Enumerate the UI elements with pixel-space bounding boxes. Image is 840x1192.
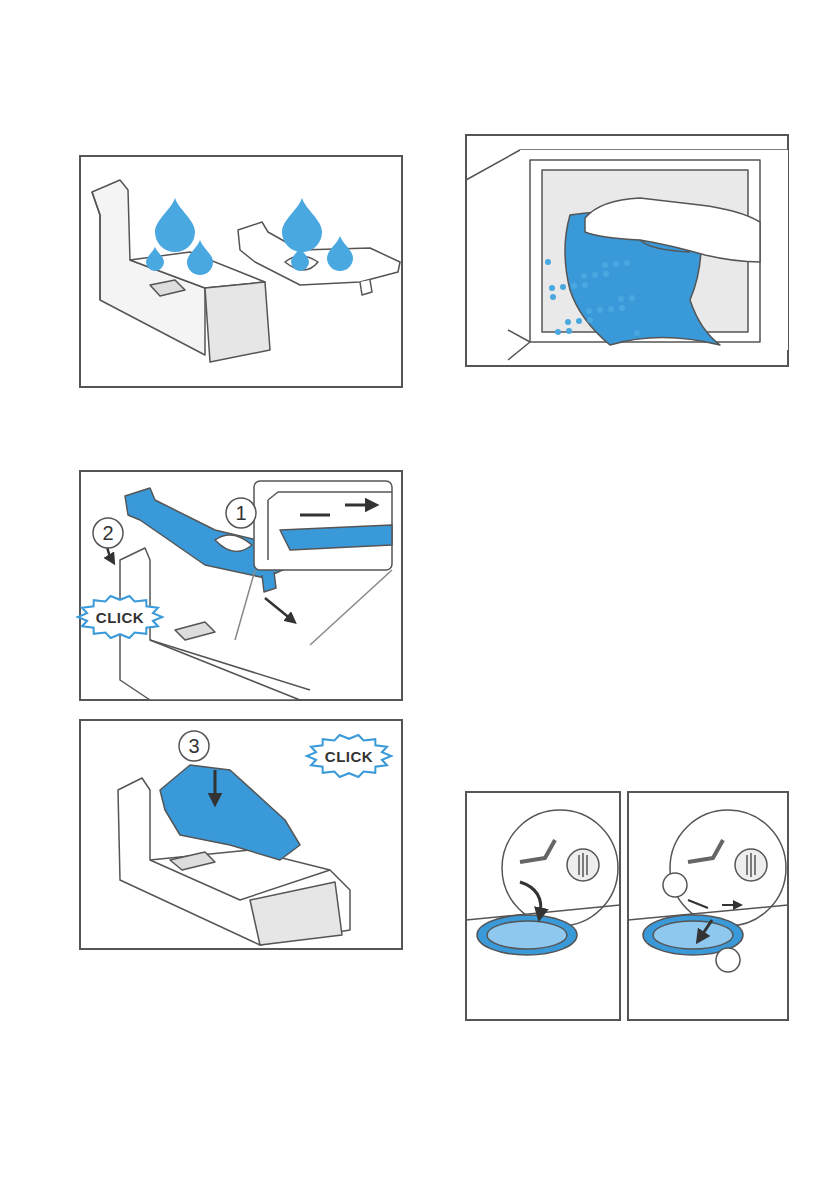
filter-cover-figure xyxy=(477,915,577,955)
water-speck xyxy=(586,308,592,314)
callout-circle xyxy=(226,498,256,528)
filter-cover-figure xyxy=(735,849,767,881)
housing-wipe-figure xyxy=(585,198,760,262)
callout-badges xyxy=(78,498,391,777)
panel-frames xyxy=(80,720,402,949)
click-starburst xyxy=(78,596,162,638)
insert-press-figure xyxy=(160,765,300,860)
water-drop xyxy=(327,236,353,271)
water-speck xyxy=(587,317,593,323)
insert-fitting-figure xyxy=(175,622,215,640)
drawer-rinse-figure xyxy=(92,192,100,300)
click-starburst xyxy=(307,735,391,777)
insert-fitting-figure xyxy=(235,570,392,645)
drawer-rinse-figure xyxy=(92,180,400,362)
callout-number: 3 xyxy=(188,736,199,756)
insert-fitting-figure xyxy=(300,505,372,515)
water-speck xyxy=(634,330,640,336)
filter-cover-figure xyxy=(579,853,587,877)
water-speck xyxy=(560,284,566,290)
filter-cover-figure xyxy=(747,853,755,877)
water-speck xyxy=(592,272,598,278)
water-drop xyxy=(282,198,322,252)
water-speck xyxy=(555,329,561,335)
water-speck xyxy=(597,307,603,313)
insert-fitting-figure xyxy=(107,481,392,700)
panel-frames xyxy=(80,471,402,700)
panel-frames xyxy=(80,156,402,387)
water-specks xyxy=(545,259,640,336)
filter-cover-figure xyxy=(502,810,618,926)
panel-frames xyxy=(466,135,788,366)
callout-number: 2 xyxy=(102,523,113,543)
filter-cover-figure xyxy=(700,920,712,938)
click-label: CLICK xyxy=(96,610,144,625)
insert-fitting-figure xyxy=(280,525,392,550)
filter-cover-figure xyxy=(688,840,723,862)
insert-fitting-figure xyxy=(215,535,252,551)
water-speck xyxy=(618,296,624,302)
water-speck xyxy=(629,295,635,301)
callout-number: 1 xyxy=(235,503,246,523)
water-speck xyxy=(613,261,619,267)
water-speck xyxy=(571,283,577,289)
housing-wipe-figure xyxy=(520,150,788,350)
callout-circle xyxy=(93,518,123,548)
water-speck xyxy=(582,282,588,288)
water-speck xyxy=(602,262,608,268)
filter-cover-figure xyxy=(520,882,541,915)
callout-circle xyxy=(179,731,209,761)
water-drop xyxy=(155,198,195,252)
water-speck xyxy=(619,305,625,311)
water-speck xyxy=(566,328,572,334)
panel-frames xyxy=(466,792,620,1020)
housing-wipe-figure xyxy=(640,240,690,252)
water-speck xyxy=(608,306,614,312)
insert-press-figure xyxy=(118,765,350,945)
drawer-rinse-figure xyxy=(150,280,185,296)
water-speck xyxy=(576,318,582,324)
water-drop xyxy=(187,240,213,275)
filter-cover-figure xyxy=(567,849,599,881)
water-speck xyxy=(624,260,630,266)
insert-fitting-figure xyxy=(262,572,276,592)
housing-wipe-figure xyxy=(508,330,530,360)
water-drop xyxy=(146,247,164,271)
filter-cover-figure xyxy=(487,921,567,949)
insert-press-figure xyxy=(170,852,215,870)
filter-cover-figure xyxy=(670,810,786,926)
water-speck xyxy=(550,294,556,300)
panel-frames xyxy=(80,135,788,1020)
insert-press-figure xyxy=(250,882,342,945)
insert-fitting-figure xyxy=(265,598,292,620)
water-drop xyxy=(291,247,309,271)
water-speck xyxy=(545,259,551,265)
water-speck xyxy=(603,271,609,277)
insert-fitting-figure xyxy=(268,492,392,560)
click-label: CLICK xyxy=(325,749,373,764)
drawer-rinse-figure xyxy=(360,280,372,295)
water-speck xyxy=(581,273,587,279)
water-drops xyxy=(146,198,353,275)
water-speck xyxy=(565,319,571,325)
housing-wipe-figure xyxy=(466,150,788,360)
insert-press-figure xyxy=(214,770,217,800)
water-speck xyxy=(549,285,555,291)
insert-press-figure xyxy=(150,850,330,870)
panel-frames xyxy=(628,792,788,1020)
filter-cover-figure xyxy=(663,873,687,897)
insert-fitting-figure xyxy=(254,481,392,570)
drawer-rinse-figure xyxy=(205,282,270,362)
filter-cover-figure xyxy=(716,948,740,972)
filter-cover-figure xyxy=(520,840,555,862)
filter-cover-figure xyxy=(688,900,738,908)
filter-cover-figure xyxy=(466,810,788,972)
insert-fitting-figure xyxy=(150,640,310,690)
filter-cover-figure xyxy=(653,921,733,949)
